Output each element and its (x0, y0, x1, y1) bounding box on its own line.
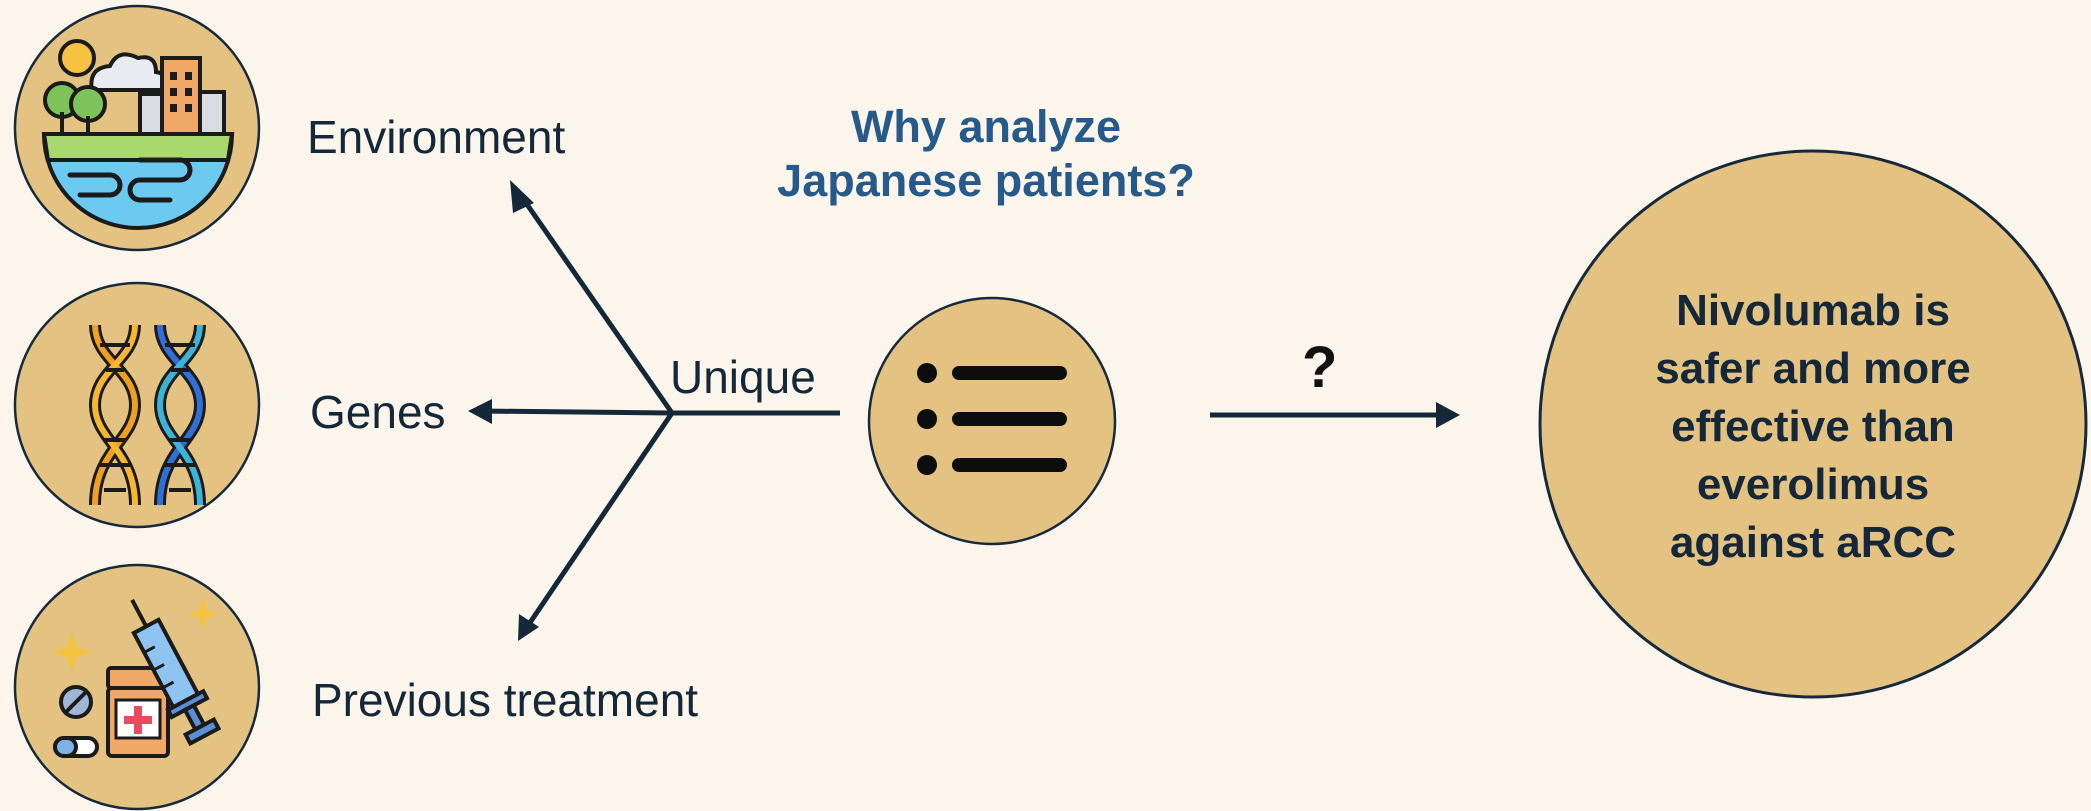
question-mark-label: ? (1302, 335, 1338, 400)
conclusion-line-3: effective than (1671, 402, 1955, 451)
conclusion-text: Nivolumab is safer and more effective th… (1655, 282, 1970, 572)
factor-label-previous-treatment: Previous treatment (312, 674, 699, 726)
list-icon (867, 296, 1117, 546)
environment-city-nature-icon (13, 4, 261, 252)
conclusion-line-5: against aRCC (1669, 518, 1957, 567)
conclusion-circle (1538, 149, 2088, 699)
arrow-to-previous-treatment (522, 411, 675, 632)
arrow-to-environment (514, 188, 675, 415)
conclusion-line-2: safer and more (1655, 344, 1971, 393)
medicine-syringe-icon (13, 563, 261, 811)
title-line-1: Why analyze (850, 101, 1122, 152)
arrowhead-previous-treatment (518, 614, 539, 641)
diagram-title: Why analyze Japanese patients? (777, 100, 1195, 208)
dna-helix-icon (13, 281, 261, 529)
arrowhead-genes (468, 399, 492, 424)
unique-label: Unique (670, 351, 816, 403)
arrow-to-genes (477, 408, 673, 416)
conclusion-line-4: everolimus (1696, 460, 1930, 509)
factor-label-genes: Genes (310, 386, 446, 438)
conclusion-line-1: Nivolumab is (1676, 286, 1950, 335)
factor-label-environment: Environment (307, 111, 566, 163)
arrowhead-environment (510, 180, 534, 213)
arrowheads (468, 180, 1460, 641)
title-line-2: Japanese patients? (777, 155, 1195, 206)
arrowhead-conclusion (1436, 402, 1460, 428)
arrows (477, 188, 1440, 632)
